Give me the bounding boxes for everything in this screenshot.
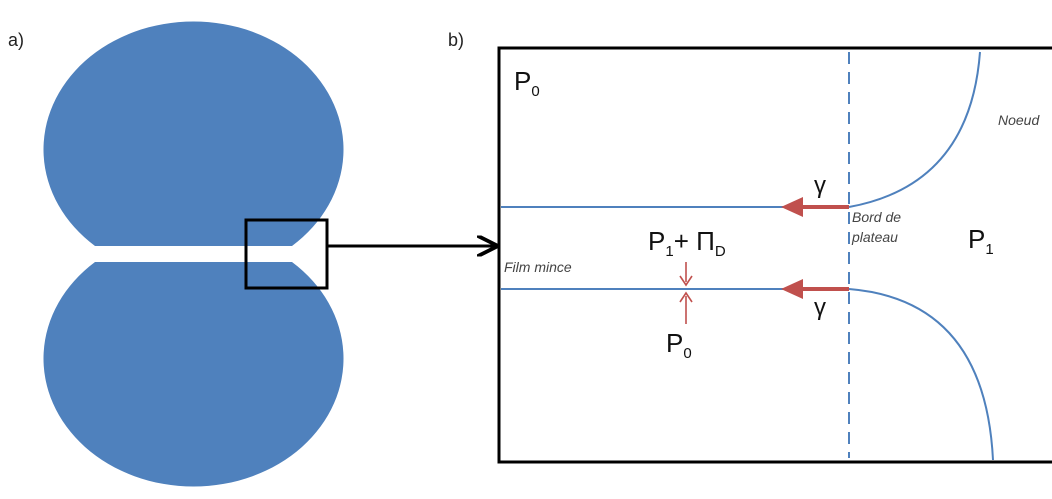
label-p0-bottom: P0	[666, 328, 692, 362]
pressure-arrow-down	[679, 262, 693, 287]
tension-arrow-top	[781, 197, 849, 217]
label-plateau: plateau	[851, 229, 898, 245]
label-film-mince: Film mince	[504, 259, 572, 275]
bubble-pair-shape	[43, 21, 344, 487]
panel-a-label: a)	[8, 30, 24, 50]
two-bubbles	[43, 21, 344, 487]
label-p1-right: P1	[968, 224, 994, 258]
plateau-curve-bottom	[848, 288, 994, 461]
panel-b-label: b)	[448, 30, 464, 50]
label-noeud: Noeud	[998, 112, 1040, 128]
pressure-arrow-up	[679, 291, 693, 324]
tension-arrow-bottom	[781, 279, 849, 299]
zoom-box	[244, 218, 329, 290]
panel-b-frame	[497, 46, 1052, 464]
label-bord-de: Bord de	[852, 209, 901, 225]
label-p0-top: P0	[514, 66, 540, 100]
label-gamma-top: γ	[814, 172, 826, 199]
label-pressure-combo: P1+ ΠD	[648, 226, 726, 260]
label-gamma-bottom: γ	[814, 294, 826, 321]
plateau-curve-top	[848, 51, 981, 208]
